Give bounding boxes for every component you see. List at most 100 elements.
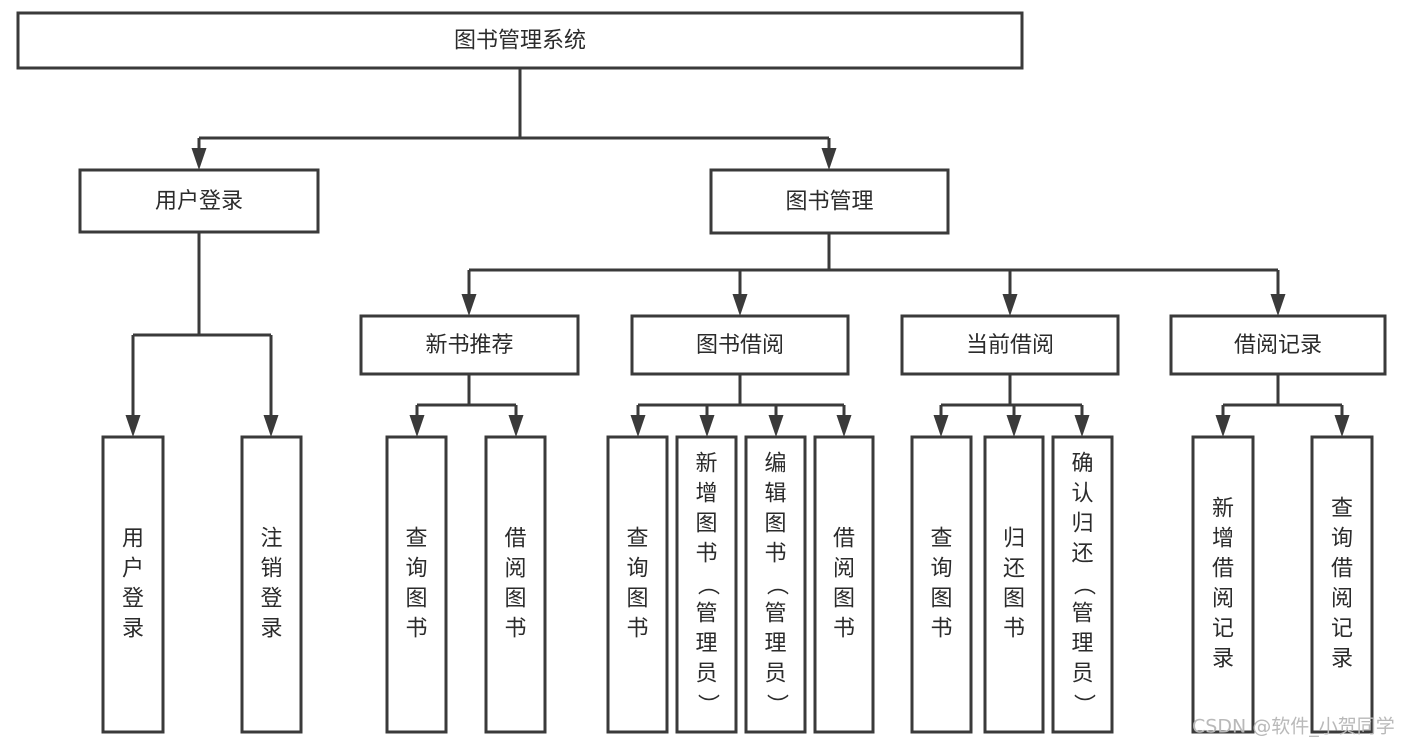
node-leaf-recommend-borrow-book-char-2: 图 [504, 587, 526, 612]
node-leaf-borrow-edit-book-char-0: 编 [764, 452, 786, 477]
node-book-borrow-box[interactable] [630, 314, 850, 376]
node-leaf-borrow-add-book-char-1: 增 [695, 482, 717, 507]
node-leaf-borrow-add-book-box[interactable] [675, 435, 738, 734]
node-new-book-recommend[interactable]: 新书推荐 [359, 314, 580, 376]
node-leaf-borrow-edit-book-char-7: 员 [764, 662, 786, 687]
node-leaf-user-login-char-2: 登 [122, 587, 144, 612]
node-leaf-current-confirm-return-box[interactable] [1051, 435, 1114, 734]
node-leaf-record-add-box[interactable] [1191, 435, 1255, 734]
node-leaf-user-logout-box[interactable] [240, 435, 303, 734]
node-leaf-borrow-add-book-char-6: 理 [695, 632, 717, 657]
node-leaf-user-login[interactable]: 用户登录 [101, 435, 165, 734]
node-leaf-user-login-char-1: 户 [122, 557, 144, 582]
node-leaf-record-add-char-3: 阅 [1212, 587, 1234, 612]
node-leaf-current-return-book-box[interactable] [983, 435, 1045, 734]
node-leaf-recommend-query-book-box[interactable] [385, 435, 448, 734]
node-book-management[interactable]: 图书管理 [709, 168, 950, 235]
arrow-head-icon [461, 294, 477, 316]
arrow-head-icon [1215, 415, 1231, 437]
node-book-borrow[interactable]: 图书借阅 [630, 314, 850, 376]
node-leaf-borrow-borrow-book-box[interactable] [813, 435, 875, 734]
node-leaf-borrow-edit-book-box[interactable] [744, 435, 807, 734]
node-current-borrow[interactable]: 当前借阅 [900, 314, 1120, 376]
node-leaf-borrow-borrow-book-char-0: 借 [833, 527, 855, 552]
node-leaf-borrow-add-book-char-5: 管 [695, 602, 717, 627]
node-leaf-record-query-box[interactable] [1310, 435, 1374, 734]
node-leaf-borrow-query-book-box[interactable] [606, 435, 669, 734]
arrow-head-icon [1270, 294, 1286, 316]
node-leaf-borrow-borrow-book-char-3: 书 [833, 617, 855, 642]
node-leaf-current-return-book-char-2: 图 [1003, 587, 1025, 612]
node-leaf-recommend-borrow-book-box[interactable] [484, 435, 547, 734]
node-leaf-record-query-char-4: 记 [1331, 617, 1353, 642]
node-leaf-current-query-book-char-1: 询 [930, 557, 952, 582]
arrow-head-icon [933, 415, 949, 437]
node-leaf-recommend-borrow-book-char-0: 借 [504, 527, 526, 552]
node-leaf-record-query-char-3: 阅 [1331, 587, 1353, 612]
node-leaf-borrow-add-book-char-0: 新 [695, 452, 717, 477]
node-leaf-current-confirm-return-char-6: 理 [1071, 632, 1093, 657]
node-book-borrow-label: 图书借阅 [696, 333, 784, 358]
node-current-borrow-box[interactable] [900, 314, 1120, 376]
arrow-head-icon [1002, 294, 1018, 316]
node-leaf-current-confirm-return-char-4: （ [1071, 573, 1096, 595]
node-leaf-borrow-borrow-book-char-1: 阅 [833, 557, 855, 582]
node-leaf-borrow-edit-book-char-5: 管 [764, 602, 786, 627]
arrow-head-icon [263, 415, 279, 437]
node-leaf-recommend-query-book-char-2: 图 [405, 587, 427, 612]
node-leaf-current-confirm-return-char-3: 还 [1071, 542, 1093, 567]
node-leaf-record-add-char-4: 记 [1212, 617, 1234, 642]
node-leaf-record-add-char-0: 新 [1212, 497, 1234, 522]
node-leaf-current-return-book-char-3: 书 [1003, 617, 1025, 642]
node-leaf-current-query-book-char-3: 书 [930, 617, 952, 642]
node-borrow-record[interactable]: 借阅记录 [1169, 314, 1387, 376]
arrow-head-icon [125, 415, 141, 437]
node-leaf-borrow-query-book-char-2: 图 [626, 587, 648, 612]
node-borrow-record-label: 借阅记录 [1234, 333, 1322, 358]
node-user-login-box[interactable] [78, 168, 320, 234]
node-new-book-recommend-box[interactable] [359, 314, 580, 376]
node-leaf-user-login-box[interactable] [101, 435, 165, 734]
node-leaf-borrow-edit-book-char-8: ） [764, 693, 789, 715]
arrow-head-icon [1334, 415, 1350, 437]
node-leaf-recommend-borrow-book-char-1: 阅 [504, 557, 526, 582]
node-leaf-borrow-query-book-char-1: 询 [626, 557, 648, 582]
node-book-management-box[interactable] [709, 168, 950, 235]
node-leaf-record-add-char-1: 增 [1212, 527, 1234, 552]
node-root-图书管理系统-box[interactable] [16, 11, 1024, 70]
node-root-图书管理系统[interactable]: 图书管理系统 [16, 11, 1024, 70]
node-leaf-recommend-query-book-char-1: 询 [405, 557, 427, 582]
node-user-login[interactable]: 用户登录 [78, 168, 320, 234]
node-leaf-current-confirm-return-char-0: 确 [1071, 452, 1093, 477]
node-leaf-record-query-char-1: 询 [1331, 527, 1353, 552]
node-leaf-current-confirm-return-char-8: ） [1071, 693, 1096, 715]
node-leaf-borrow-add-book-char-3: 书 [695, 542, 717, 567]
node-leaf-current-query-book-box[interactable] [910, 435, 973, 734]
node-book-management-label: 图书管理 [785, 190, 873, 215]
node-borrow-record-box[interactable] [1169, 314, 1387, 376]
connector-layer [125, 68, 1350, 437]
node-leaf-recommend-borrow-book-char-3: 书 [504, 617, 526, 642]
